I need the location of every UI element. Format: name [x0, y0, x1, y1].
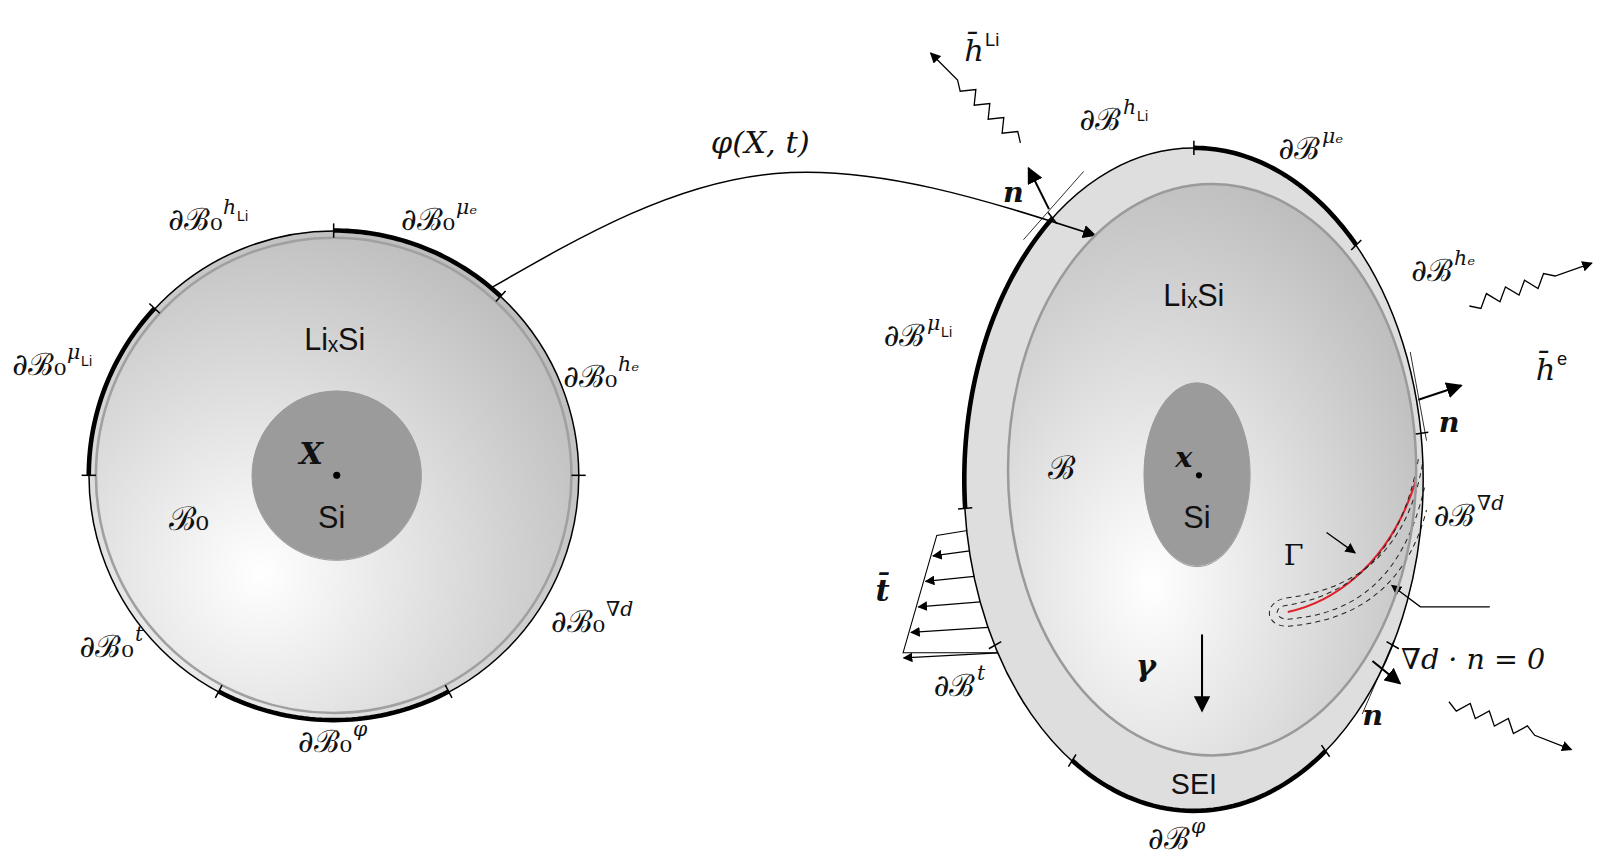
- label-index: μₑ: [1322, 125, 1343, 148]
- boundary-label: ∂ℬ₀: [401, 202, 455, 237]
- crack-zone: [1277, 459, 1424, 619]
- region-shape: LiₓSiℬ₀ X Si: [89, 231, 579, 721]
- label-index: Li: [237, 208, 248, 224]
- boundary-label: Γ: [1284, 539, 1304, 572]
- label-index: φ: [1191, 815, 1205, 838]
- lixsi-fill: [1008, 184, 1416, 755]
- region-label: LiₓSi: [304, 322, 365, 357]
- point-dot: [1196, 472, 1202, 478]
- electrode-fill: [89, 231, 579, 721]
- boundary-label: ∂ℬ₀: [168, 202, 222, 237]
- inner-region-shape: xSi: [1144, 383, 1250, 567]
- label-index: Li: [1137, 108, 1148, 124]
- traction-envelope: [903, 530, 998, 652]
- label-index: t: [977, 662, 985, 685]
- traction-arrow: [926, 576, 975, 581]
- point-dot: [333, 472, 340, 479]
- boundary-label: ∇d · n = 0: [1401, 643, 1545, 676]
- label-index: μ: [927, 312, 940, 335]
- normal-arrow: [1418, 386, 1461, 400]
- boundary-label: ∂ℬ₀: [12, 347, 66, 382]
- normal-arrow: [1029, 168, 1049, 209]
- region-label: X: [299, 436, 323, 471]
- boundary-segment: [89, 308, 155, 475]
- label-index: Li: [985, 29, 999, 50]
- boundary-label: n: [1003, 176, 1024, 209]
- boundary-label: ∂ℬ₀: [80, 629, 134, 664]
- region-label: x: [1175, 441, 1192, 474]
- boundary-label: h̄: [1536, 352, 1556, 387]
- boundary-label: h̄: [964, 33, 984, 68]
- label-index: Li: [81, 353, 92, 369]
- region-label: Si: [318, 501, 345, 536]
- boundary-label: ∂ℬ: [1411, 253, 1453, 288]
- si-core: [1144, 383, 1250, 567]
- traction-arrow: [918, 602, 980, 607]
- label-index: e: [1557, 348, 1567, 369]
- flux-arrow: [1469, 263, 1591, 308]
- traction-arrow: [933, 551, 970, 556]
- label-index: hₑ: [618, 353, 639, 376]
- region-label: ℬ: [1048, 451, 1075, 489]
- boundary-label: t̄: [876, 573, 890, 608]
- crack-zone: [1269, 464, 1426, 626]
- flux-arrow: [1449, 702, 1571, 750]
- label-index: μ: [67, 341, 80, 364]
- boundary-label: ∂ℬ: [1434, 498, 1476, 533]
- boundary-label: ∂ℬ: [1148, 821, 1190, 856]
- region-border: [89, 231, 579, 721]
- region-border: [964, 148, 1423, 811]
- label-index: ∇d: [1477, 492, 1504, 515]
- boundary-label: ∂ℬ: [1080, 102, 1122, 137]
- region-border: [1144, 383, 1250, 567]
- sei-fill: [964, 148, 1423, 811]
- region-border: [1008, 184, 1416, 755]
- label-index: hₑ: [1454, 247, 1475, 270]
- boundary-label: n: [1362, 699, 1383, 732]
- tangent-line: [1410, 352, 1426, 441]
- label-index: Li: [941, 324, 952, 340]
- region-outline: [964, 148, 1423, 811]
- boundary-label: ∂ℬ: [1279, 131, 1321, 166]
- region-label: LiₓSi: [1163, 278, 1224, 313]
- traction-arrow: [911, 627, 988, 632]
- region-border: [252, 391, 421, 560]
- lixsi-boundary: [96, 238, 572, 713]
- region-outline: [252, 391, 421, 560]
- boundary-label: γ: [1136, 648, 1156, 683]
- label-index: μₑ: [456, 196, 477, 219]
- traction-arrow: [904, 653, 999, 658]
- region-shape: SEI LiₓSiℬxSi: [964, 148, 1423, 811]
- boundary-segment: [1072, 751, 1325, 811]
- inner-region-shape: X Si: [252, 391, 421, 560]
- label-index: h: [1123, 96, 1136, 119]
- boundary-label: ∂ℬ₀: [563, 359, 617, 394]
- region-outline: [89, 231, 579, 721]
- boundary-label: n: [1439, 406, 1460, 439]
- decorations: [82, 53, 1592, 811]
- boundary-label: ∂ℬ: [934, 668, 976, 703]
- boundary-segment: [219, 691, 449, 720]
- region-outline: [1144, 383, 1250, 567]
- boundary-label: ∂ℬ₀: [298, 724, 352, 759]
- si-core: [252, 391, 421, 560]
- leader-arrow: [1327, 532, 1356, 552]
- region-label: SEI: [1171, 767, 1217, 800]
- mapping-arrow: [491, 172, 1095, 288]
- boundary-label: ∂ℬ: [884, 318, 926, 353]
- mapping-label: φ(X, t): [708, 125, 813, 160]
- gravity-arrow: [1201, 634, 1203, 711]
- label-index: t: [135, 623, 143, 646]
- boundary-segment: [334, 231, 501, 297]
- inner-region-shape: LiₓSiℬxSi: [1008, 184, 1416, 755]
- boundary-label: ∂ℬ₀: [551, 604, 605, 639]
- label-index: φ: [353, 718, 367, 741]
- label-index: h: [223, 196, 236, 219]
- region-label: ℬ₀: [169, 502, 209, 540]
- label-index: ∇d: [606, 598, 633, 621]
- region-label: Si: [1183, 501, 1210, 536]
